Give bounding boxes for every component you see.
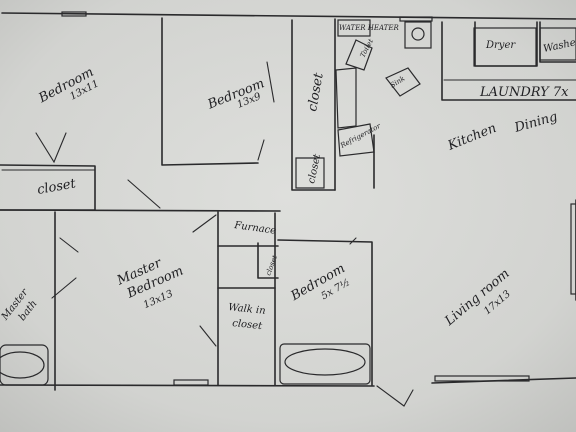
laundry-label: LAUNDRY 7x — [479, 85, 569, 100]
door-swings — [35, 61, 414, 407]
dryer-label: Dryer — [485, 40, 516, 51]
closet-west-label: closet — [36, 176, 78, 198]
water-heater-label: WATER HEATER — [339, 24, 399, 32]
closet-north-label: closet — [305, 71, 327, 113]
walkin-closet-line1: Walk in — [228, 302, 266, 317]
walkin-closet-line2: closet — [232, 318, 264, 332]
exterior-walls — [0, 11, 576, 387]
fixtures — [0, 19, 576, 386]
